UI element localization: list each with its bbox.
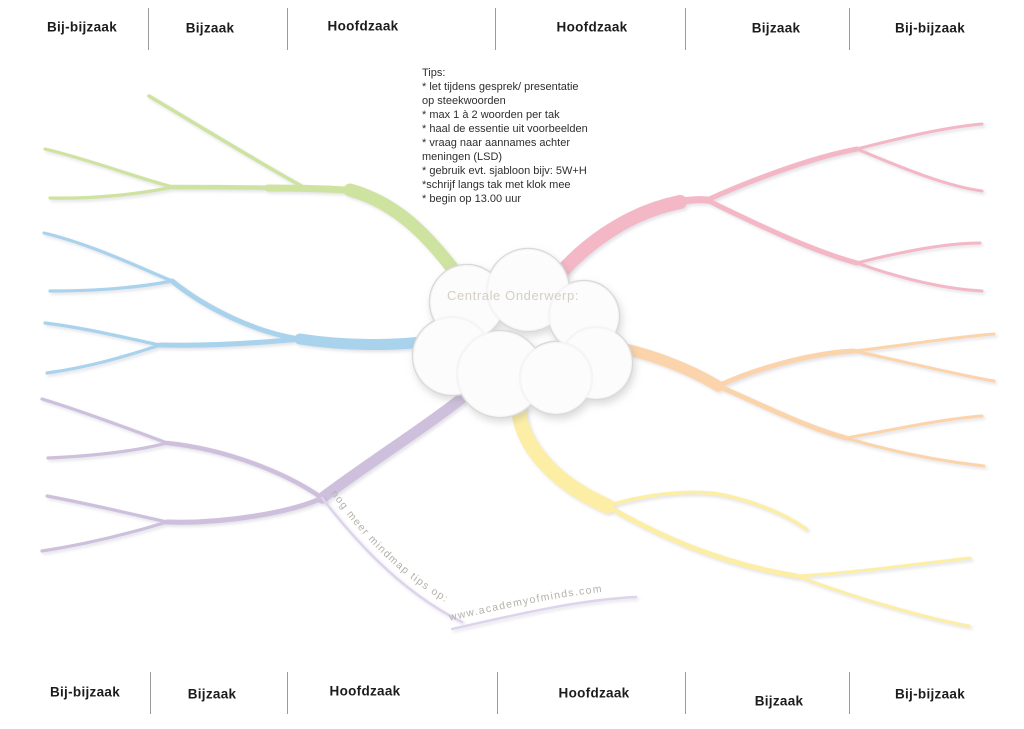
branch-segment [46,441,169,460]
branch-segment [715,348,857,389]
zone-divider [685,672,686,714]
central-cloud: Centrale Onderwerp: [411,247,634,419]
branch-segment [715,383,849,441]
branch-segment [852,332,996,353]
zone-label-top-6: Bij-bijzaak [894,20,966,36]
cloud-bump [457,331,543,417]
zone-divider [148,8,149,50]
branch-segment [43,147,175,189]
zone-label-top-2: Bijzaak [185,20,235,36]
branch-blue [42,231,436,375]
watermark-branch [320,496,638,631]
central-topic-label: Centrale Onderwerp: [447,288,579,303]
zone-label-bottom-5: Bijzaak [754,693,804,709]
branch-segment [45,343,162,375]
branch-purple [40,392,468,553]
zone-label-bottom-2: Bijzaak [187,686,237,702]
branch-segment [164,440,325,501]
branch-segment [855,147,984,193]
branch-segment [40,520,169,553]
branch-segment [170,184,283,191]
zone-label-top-4: Hoofdzaak [556,19,628,35]
branch-segment [795,556,972,578]
branch-segment [48,185,175,200]
branch-segment [450,595,638,631]
zone-label-top-3: Hoofdzaak [327,18,399,34]
zone-divider [497,672,498,714]
zone-divider [287,8,288,50]
watermark-text-1: nog meer mindmap tips op: [328,488,450,605]
watermark-text-1-path: nog meer mindmap tips op: [328,488,449,605]
zone-label-bottom-6: Bij-bijzaak [894,686,966,702]
zone-divider [287,672,288,714]
branch-segment [704,146,860,203]
branch-segment [147,94,309,191]
zone-label-top-5: Bijzaak [751,20,801,36]
zone-divider [849,8,850,50]
branch-segment [855,261,984,293]
branch-segment [164,495,325,525]
zone-label-bottom-3: Hoofdzaak [329,683,401,699]
zone-divider [495,8,496,50]
branch-segment [169,278,303,342]
zone-divider [150,672,151,714]
zone-label-top-1: Bij-bijzaak [46,19,118,35]
branch-segment [45,494,169,524]
branch-segment [604,503,800,579]
branch-segment [545,195,687,290]
branch-orange [606,332,996,468]
branch-segment [855,241,982,265]
branch-pink [545,122,984,293]
cloud-bump [487,249,569,331]
branch-segment [795,574,971,628]
branch-segment [42,231,174,283]
branch-segment [40,397,169,445]
branch-segment [704,197,860,266]
branch-segment [844,414,984,440]
branch-segment [43,321,162,347]
zone-divider [685,8,686,50]
cloud-fill [413,249,632,417]
branch-green [43,94,479,301]
tips-note: Tips: * let tijdens gesprek/ presentatie… [422,67,588,205]
branch-segment [294,333,436,351]
cloud-bump [520,342,592,414]
branch-segment [852,349,996,383]
branch-segment [844,436,986,468]
branch-segment [157,336,303,348]
branch-segment [320,496,464,624]
zone-label-bottom-4: Hoofdzaak [558,685,630,701]
branch-segment [661,196,711,208]
branch-segment [316,392,468,504]
branch-segment [48,279,174,293]
zone-label-bottom-1: Bij-bijzaak [49,684,121,700]
zone-divider [849,672,850,714]
branch-segment [605,490,808,531]
branch-segment [855,122,984,151]
